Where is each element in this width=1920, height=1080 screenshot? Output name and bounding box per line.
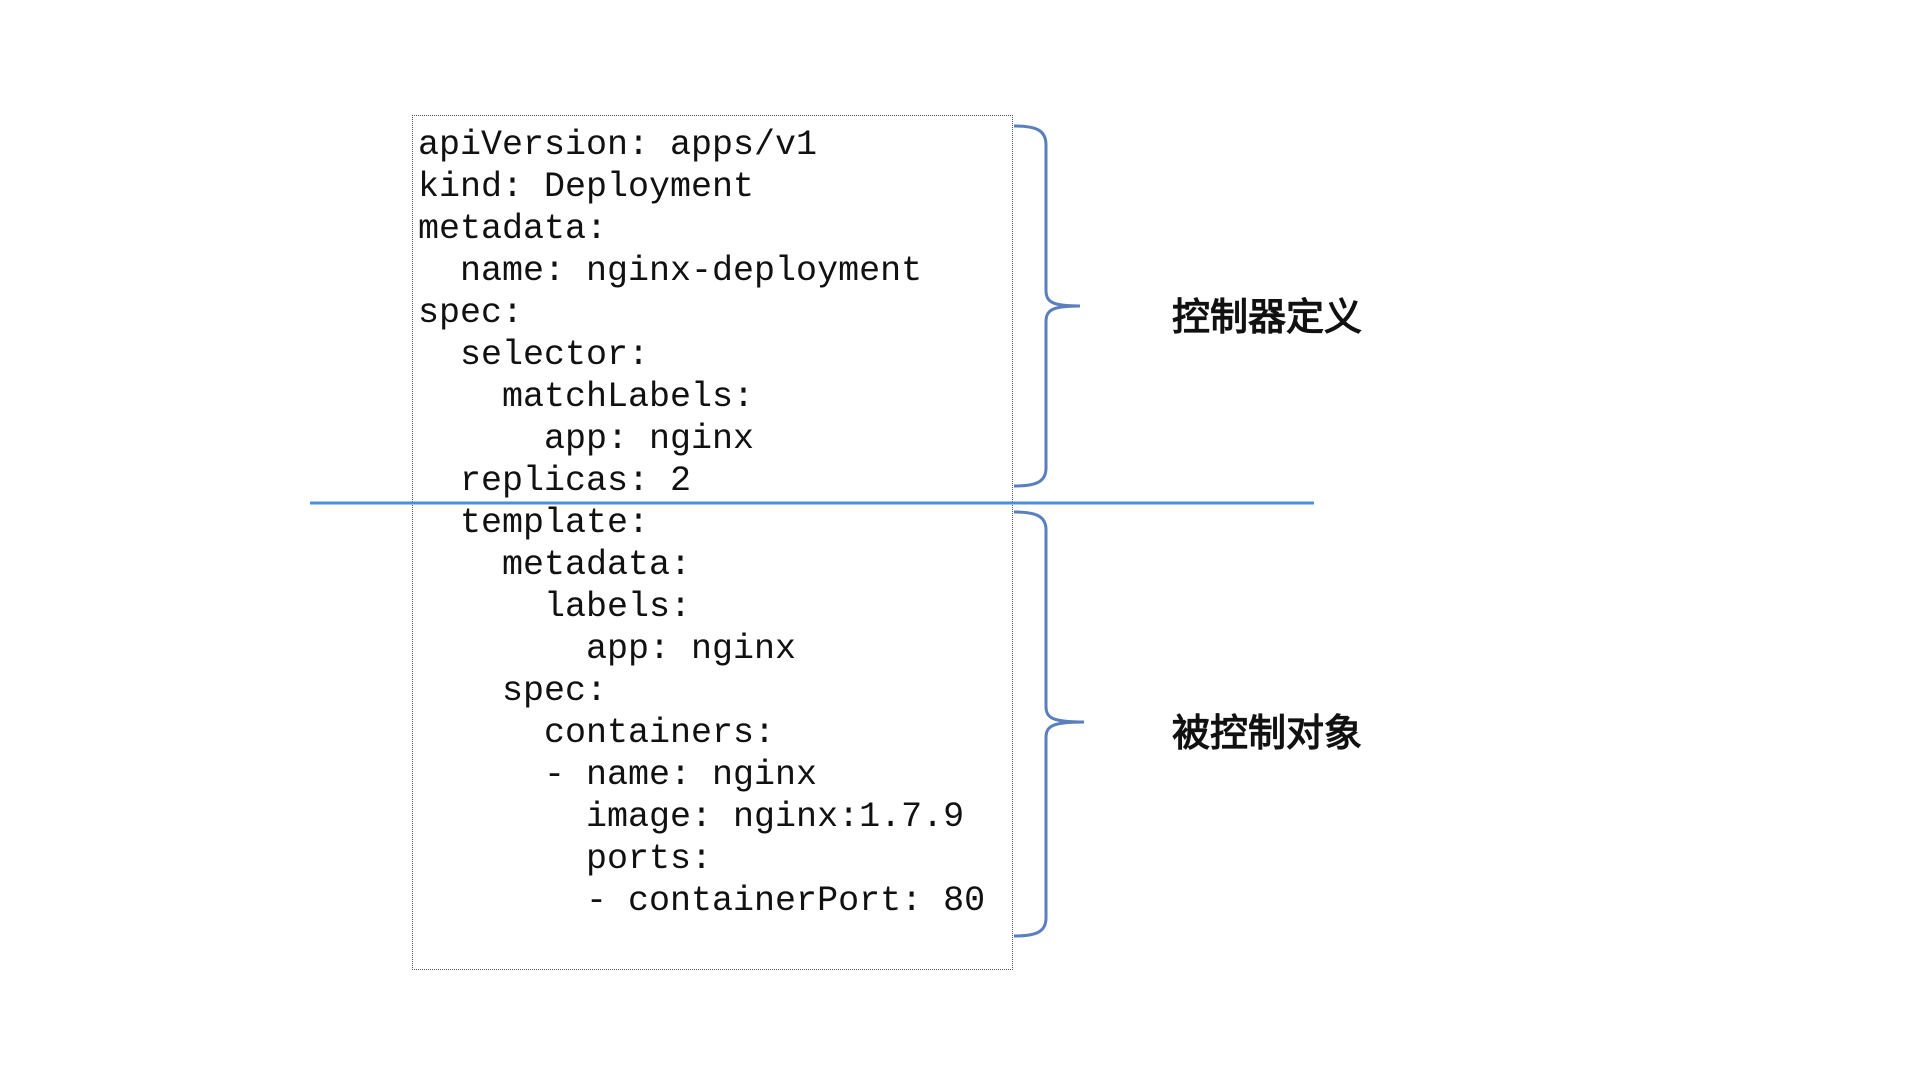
code-line-api-version: apiVersion: apps/v1 — [418, 125, 818, 165]
code-line-containers: containers: — [418, 713, 776, 753]
code-line-template: template: — [418, 503, 650, 543]
code-line-template-spec: spec: — [418, 671, 608, 711]
code-line-match-labels: matchLabels: — [418, 377, 755, 417]
code-line-name: name: nginx-deployment — [418, 251, 923, 291]
code-line-container-port: - containerPort: 80 — [418, 881, 986, 921]
lower-curly-bracket — [1013, 510, 1085, 938]
code-line-kind: kind: Deployment — [418, 167, 755, 207]
code-line-container-name: - name: nginx — [418, 755, 818, 795]
code-line-metadata: metadata: — [418, 209, 608, 249]
code-line-spec: spec: — [418, 293, 524, 333]
label-controlled-object: 被控制对象 — [1172, 711, 1363, 755]
yaml-code-box — [412, 115, 1013, 970]
label-controller-definition: 控制器定义 — [1172, 295, 1363, 339]
code-line-labels: labels: — [418, 587, 692, 627]
code-line-labels-app: app: nginx — [418, 629, 797, 669]
code-line-selector-app: app: nginx — [418, 419, 755, 459]
code-line-replicas: replicas: 2 — [418, 461, 692, 501]
code-line-selector: selector: — [418, 335, 650, 375]
code-line-image: image: nginx:1.7.9 — [418, 797, 965, 837]
code-line-ports: ports: — [418, 839, 713, 879]
upper-curly-bracket — [1013, 124, 1081, 488]
code-line-template-metadata: metadata: — [418, 545, 692, 585]
